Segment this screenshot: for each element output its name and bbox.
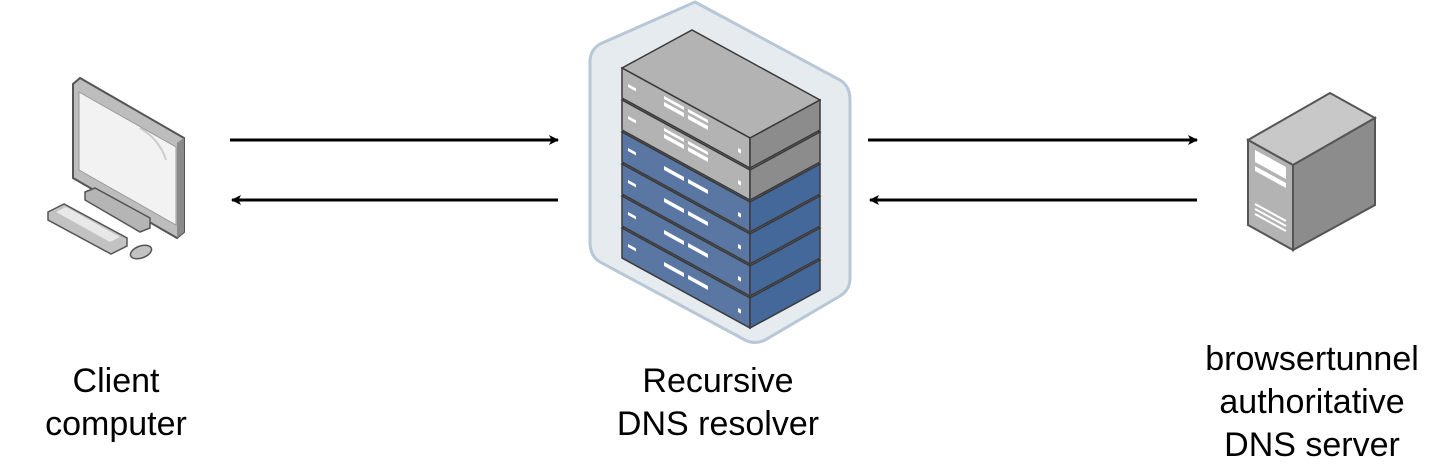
desktop-computer-icon: [47, 76, 185, 260]
authoritative-label: browsertunnel authoritative DNS server: [1192, 338, 1431, 467]
resolver-label-line-1: Recursive: [642, 362, 794, 400]
server-rack-stack-icon: [620, 29, 822, 330]
client-label: Client computer: [16, 360, 216, 446]
client-label-line-2: computer: [45, 405, 187, 443]
authoritative-label-line-1: browsertunnel: [1205, 340, 1419, 378]
client-label-line-1: Client: [72, 362, 160, 400]
authoritative-label-line-2: authoritative: [1219, 383, 1405, 421]
resolver-label: Recursive DNS resolver: [588, 360, 848, 446]
authoritative-label-line-3: DNS server: [1224, 426, 1400, 464]
resolver-label-line-2: DNS resolver: [616, 405, 820, 443]
rack-unit: [620, 29, 822, 170]
tower-server-icon: [1245, 91, 1378, 252]
